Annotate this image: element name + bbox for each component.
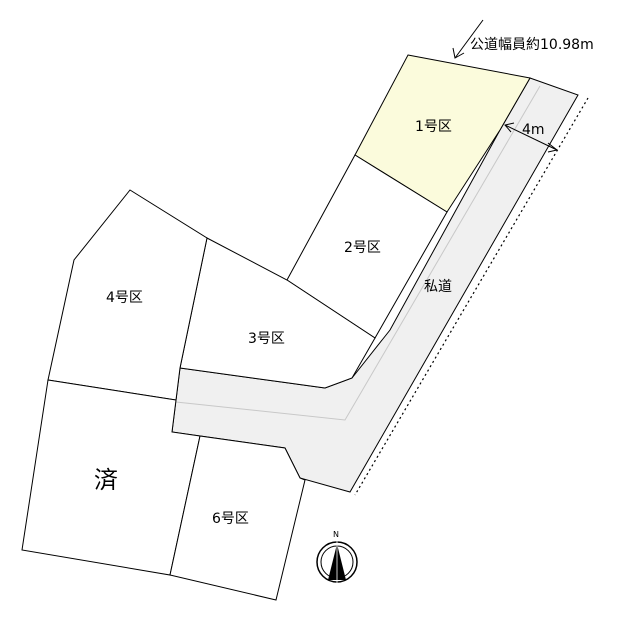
public-road-arrow [452,19,484,59]
lot-2-label: 2号区 [344,240,381,256]
compass-icon: N [316,530,358,584]
lot-6-label: 6号区 [212,511,249,527]
compass-north-label: N [333,530,339,539]
road-dotted-edge [354,97,589,496]
lot-3-label: 3号区 [248,331,285,347]
lot-4-label: 4号区 [106,290,143,306]
road-width-label: 4m [522,122,545,138]
private-road-label: 私道 [424,279,452,295]
lot-6-parcel [169,435,306,601]
road-inner-line [175,85,541,421]
lot-1-parcel [354,54,531,213]
lot-1-label: 1号区 [415,119,452,135]
public-road-note: 公道幅員約10.98m [470,37,594,53]
width-dimension [504,122,559,153]
lot-5-label: 済 [94,466,118,494]
